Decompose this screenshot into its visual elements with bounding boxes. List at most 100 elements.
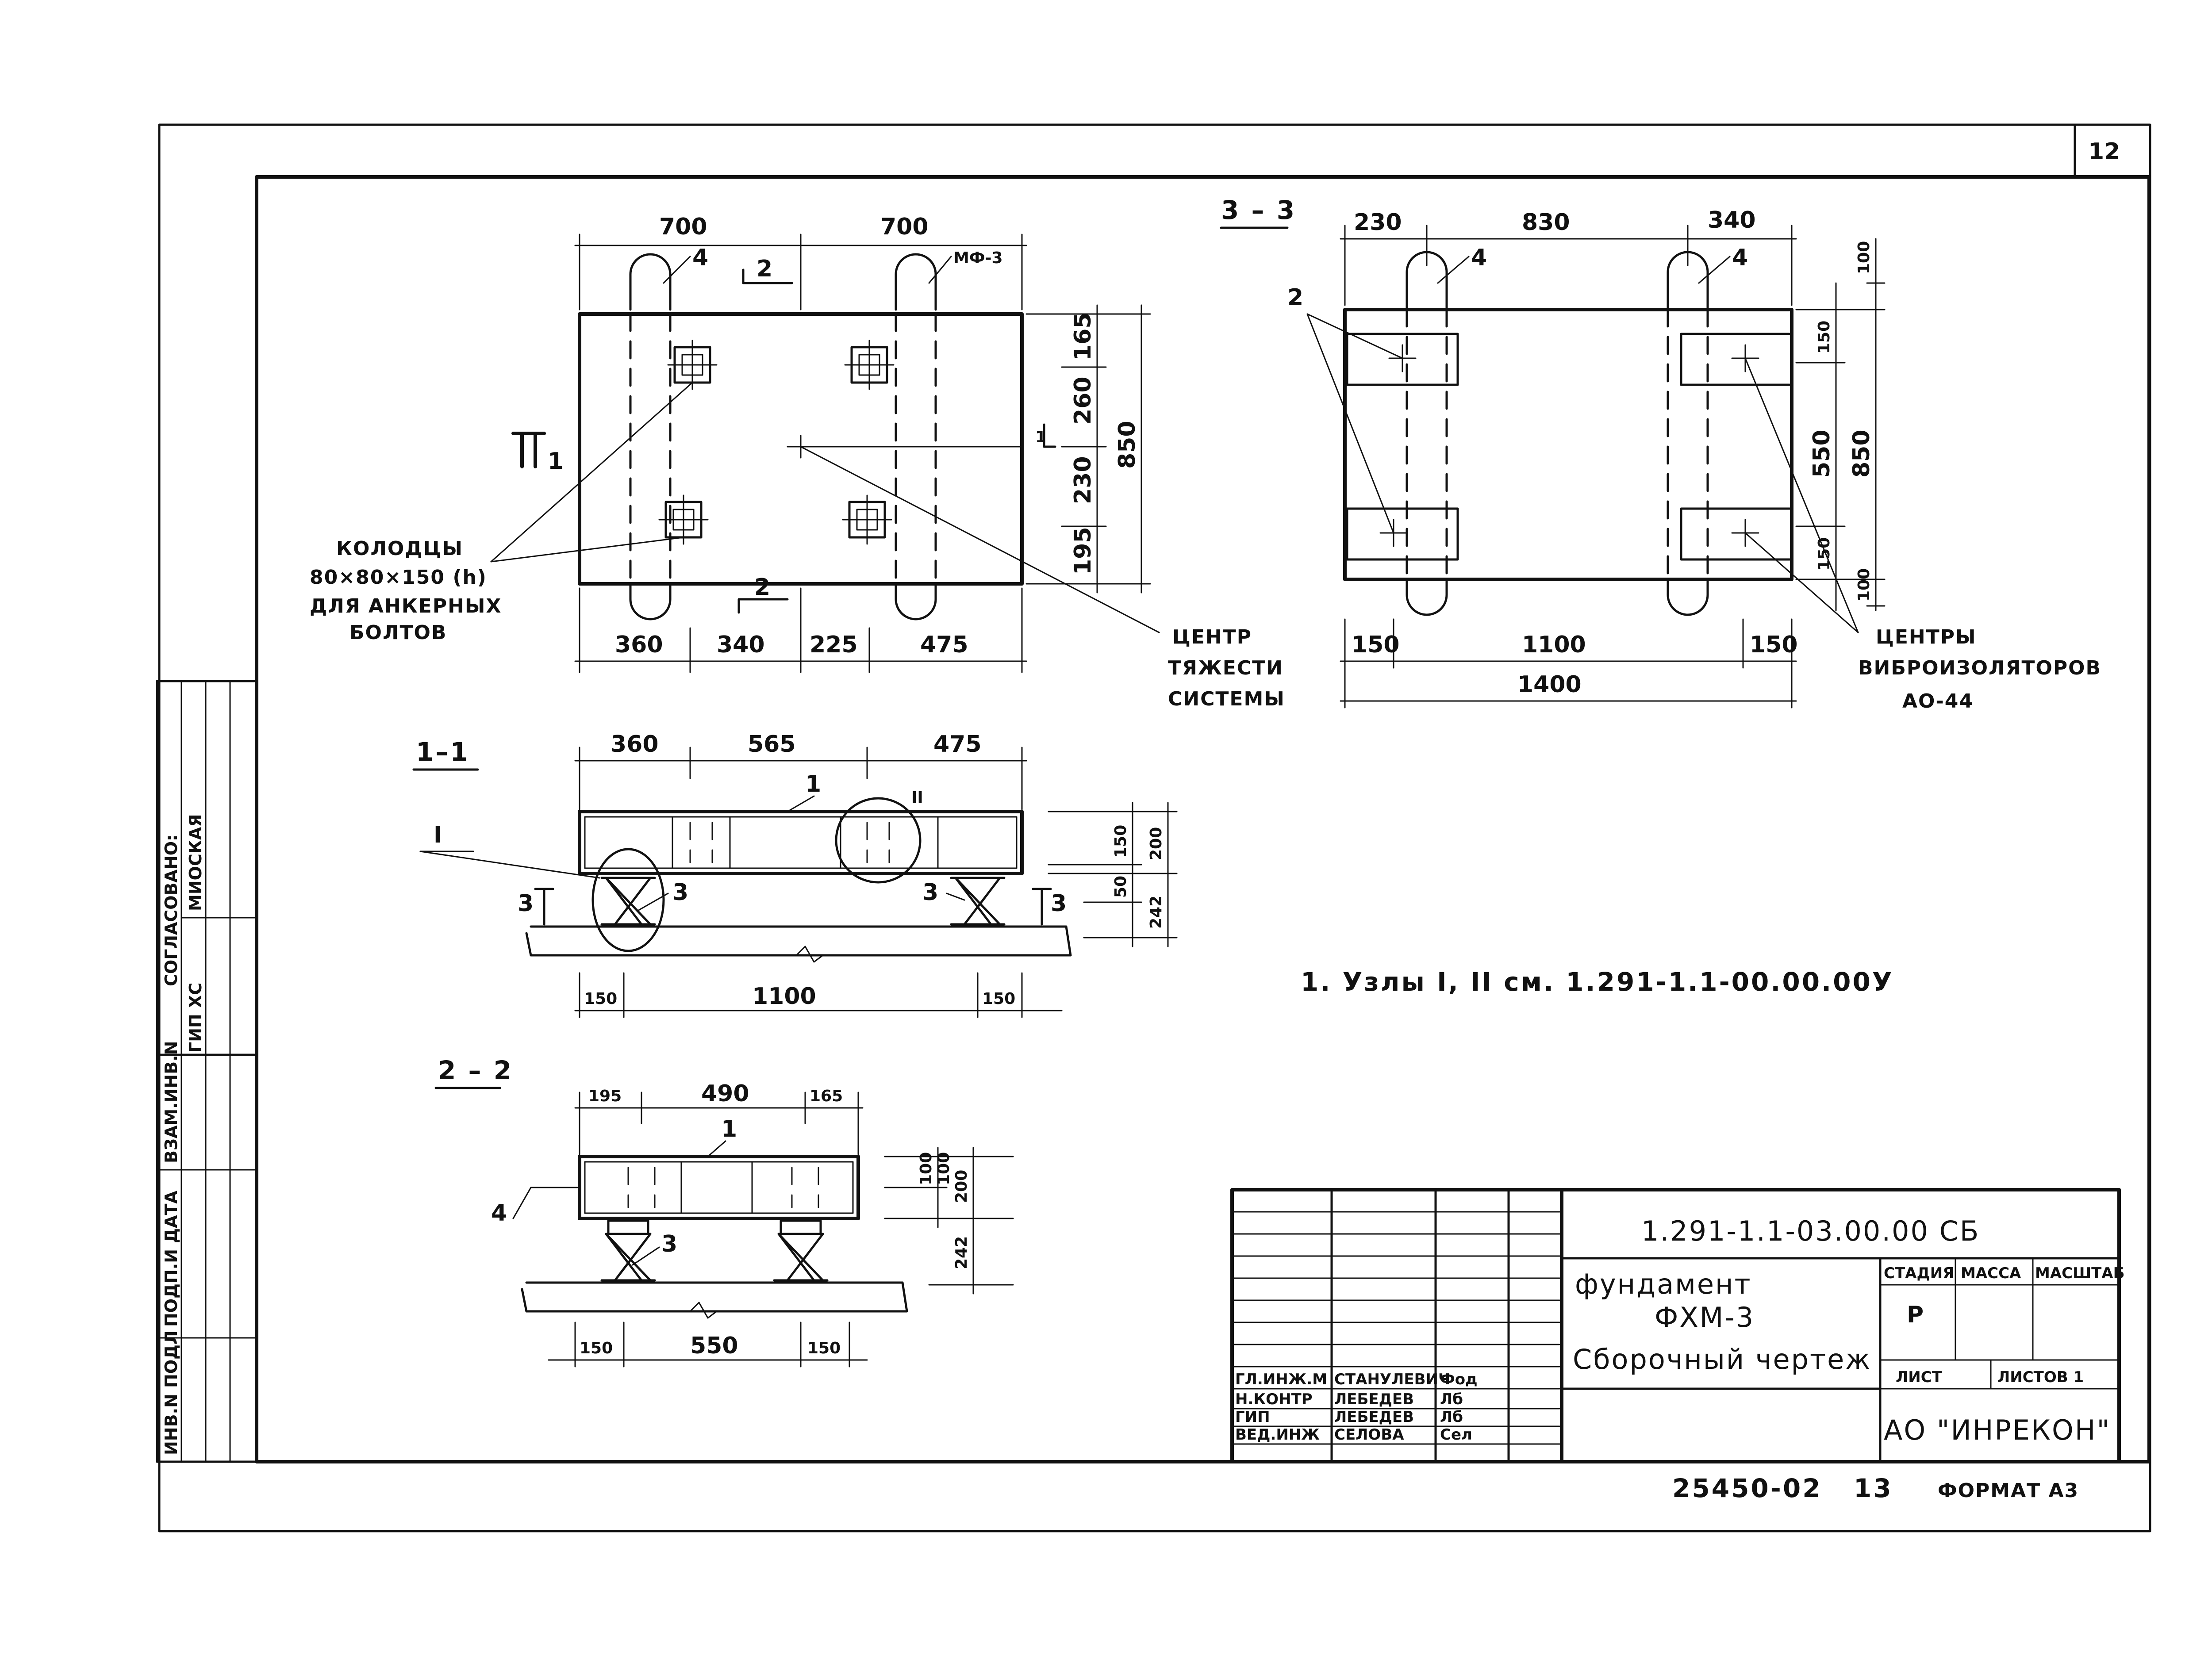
- section11-pos1: 1: [805, 771, 821, 797]
- section22-dim-bottom-2: 550: [690, 1333, 738, 1359]
- signature-mark: Сел: [1440, 1426, 1472, 1444]
- isolator: [777, 1233, 824, 1282]
- plan-pos4: 4: [692, 245, 708, 271]
- view33-dim-right-outer-3: 100: [1855, 568, 1873, 601]
- sheets-label: ЛИСТОВ 1: [1997, 1368, 2084, 1386]
- view33-dim-right-outer-1: 100: [1855, 241, 1873, 274]
- section11-mark3-left: 3: [518, 890, 534, 917]
- wells-purpose-2: БОЛТОВ: [349, 621, 447, 644]
- view33-title: 3 – 3: [1221, 195, 1296, 225]
- isolator: [605, 877, 652, 926]
- section11-dim-bottom-1: 150: [584, 990, 617, 1008]
- side-stamp: СОГЛАСОВАНО: ГИП ХС МИОСКАЯ ВЗАМ.ИНВ.N П…: [156, 680, 258, 1463]
- view33-centers-3: АО-44: [1902, 690, 1974, 713]
- section22-dim-right-1: 100: [917, 1152, 935, 1185]
- view33-centers-2: ВИБРОИЗОЛЯТОРОВ: [1858, 657, 2101, 679]
- plan-dim-top-1: 700: [659, 214, 707, 240]
- stamp-vzam-inv: ВЗАМ.ИНВ.N: [161, 1041, 181, 1163]
- view33-dim-bottom-2: 1100: [1522, 632, 1586, 658]
- signature-name: СТАНУЛЕВИЧ: [1334, 1371, 1450, 1388]
- mass-header: МАССА: [1961, 1264, 2021, 1282]
- section11-body: [578, 810, 1024, 875]
- plan-dim-total: 850: [1114, 421, 1141, 469]
- view33-outline: [1343, 308, 1793, 581]
- beam-right: [895, 253, 937, 311]
- cg-label-3: СИСТЕМЫ: [1168, 688, 1285, 710]
- section22-dim-top-1: 195: [588, 1087, 622, 1105]
- view-3-3: 3 – 3 2 4 4 ЦЕНТРЫ ВИБРОИЗОЛЯТОРОВ АО-44: [1220, 195, 2101, 713]
- title-line-1: фундамент: [1575, 1268, 1752, 1300]
- signature-mark: Фод: [1440, 1371, 1478, 1388]
- wells-size: 80×80×150 (h): [310, 566, 487, 589]
- view33-pos2: 2: [1287, 284, 1303, 311]
- signature-role: ГЛ.ИНЖ.М: [1235, 1371, 1327, 1388]
- section22-dim-right-2: 100: [935, 1152, 953, 1185]
- plan-section-1-left: 1: [548, 448, 564, 475]
- sheet-number: 12: [2088, 138, 2120, 165]
- plan-dim-right-4: 195: [1070, 527, 1096, 575]
- section22-dim-top-2: 490: [701, 1080, 749, 1107]
- plan-outline: [578, 312, 1024, 586]
- scale-header: МАСШТАБ: [2035, 1264, 2125, 1282]
- anchor-well: [842, 494, 892, 545]
- section11-dim-right-4: 242: [1147, 896, 1165, 929]
- view33-dim-bottom-1: 150: [1352, 632, 1400, 658]
- section-2-2: 2 – 2 1 3 4 195 490 165: [434, 1055, 1014, 1368]
- cg-label-1: ЦЕНТР: [1172, 626, 1252, 648]
- section11-dim-top-3: 475: [933, 731, 982, 758]
- view33-dim-bottom-3: 150: [1750, 632, 1798, 658]
- view33-dim-right-inner-3: 150: [1815, 537, 1833, 571]
- archive-page: 13: [1854, 1473, 1893, 1503]
- view33-dim-right-inner-2: 550: [1809, 429, 1835, 478]
- cg-label-2: ТЯЖЕСТИ: [1168, 657, 1283, 679]
- view33-dim-top-2: 830: [1522, 209, 1570, 236]
- view33-dim-right-outer-2: 850: [1848, 429, 1875, 478]
- view33-dim-top-3: 340: [1708, 207, 1756, 234]
- section11-node1: I: [434, 822, 442, 848]
- wells-title: КОЛОДЦЫ: [336, 537, 463, 560]
- stamp-name: МИОСКАЯ: [186, 814, 205, 911]
- stamp-inv-podl: ИНВ.N ПОДЛ: [161, 1330, 181, 1455]
- signature-role: ВЕД.ИНЖ: [1235, 1426, 1320, 1444]
- general-note: 1. Узлы I, II см. 1.291-1.1-00.00.00У: [1301, 967, 1894, 997]
- section11-dim-top-1: 360: [611, 731, 659, 758]
- plan-dim-bottom-1: 360: [615, 632, 663, 658]
- anchor-well: [658, 494, 709, 545]
- plan-section-2-top: 2: [757, 256, 772, 282]
- section22-title: 2 – 2: [438, 1055, 513, 1085]
- plan-dim-right-2: 260: [1070, 376, 1096, 425]
- view33-dim-top-1: 230: [1354, 209, 1402, 236]
- section11-dim-right-1: 150: [1112, 825, 1130, 858]
- isolator: [954, 877, 1001, 926]
- section11-pos3-right: 3: [922, 879, 938, 906]
- signature-name: ЛЕБЕДЕВ: [1334, 1391, 1414, 1408]
- beam-left: [629, 253, 672, 311]
- signature-role: ГИП: [1235, 1408, 1270, 1426]
- section11-node2: II: [911, 789, 923, 807]
- section22-dim-right-4: 242: [952, 1236, 971, 1269]
- plan-dim-bottom-2: 340: [717, 632, 765, 658]
- plan-dim-bottom-3: 225: [810, 632, 858, 658]
- view33-pos4-right: 4: [1732, 245, 1748, 271]
- section22-dim-right-3: 200: [952, 1170, 971, 1203]
- signature-name: СЕЛОВА: [1334, 1426, 1404, 1444]
- stamp-agreed: СОГЛАСОВАНО:: [161, 835, 181, 986]
- section11-dim-right-3: 50: [1112, 876, 1130, 898]
- anchor-well: [667, 340, 718, 390]
- archive-number: 25450-02: [1672, 1473, 1822, 1503]
- drawing-number: 1.291-1.1-03.00.00 СБ: [1641, 1215, 1980, 1247]
- title-line-3: Сборочный чертеж: [1573, 1343, 1871, 1375]
- plan-section-1-right: 1: [1035, 428, 1046, 446]
- section-1-1: 1–1 I II 1 3 3 3: [412, 731, 1178, 1018]
- section11-pos3-left: 3: [672, 879, 688, 906]
- signature-mark: Лб: [1440, 1408, 1463, 1426]
- stamp-gip: ГИП ХС: [186, 983, 205, 1053]
- view33-centers-1: ЦЕНТРЫ: [1876, 626, 1977, 648]
- section22-body: [578, 1155, 860, 1220]
- stamp-podp-data: ПОДП.И ДАТА: [161, 1191, 181, 1327]
- section22-pos1: 1: [721, 1116, 737, 1142]
- section22-pos4: 4: [491, 1200, 507, 1226]
- anchor-well: [844, 340, 895, 390]
- sheet-format: ФОРМАТ А3: [1938, 1479, 2079, 1502]
